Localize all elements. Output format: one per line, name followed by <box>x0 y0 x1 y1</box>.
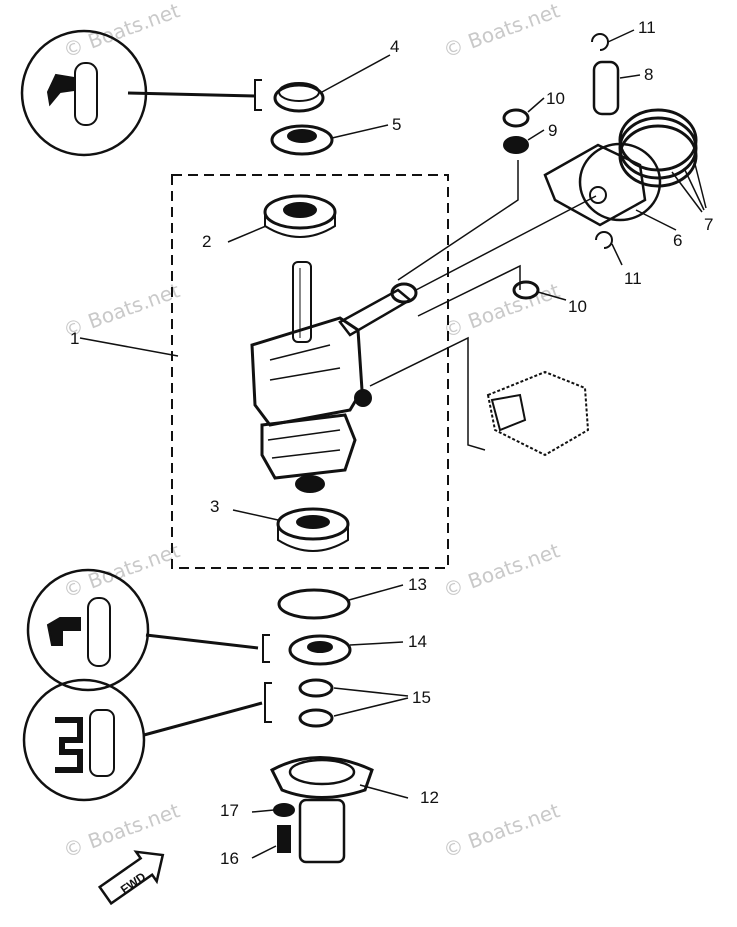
housing-part-12 <box>270 756 409 864</box>
washers-part-15 <box>298 678 409 728</box>
callout-9: 9 <box>548 121 557 140</box>
clip-part-11-bottom <box>595 231 623 266</box>
callout-2: 2 <box>202 232 211 251</box>
callout-12: 12 <box>420 788 439 807</box>
clip-part-11-top <box>591 29 635 51</box>
oil-seal-part-4 <box>273 54 391 113</box>
callout-1: 1 <box>70 329 79 348</box>
bearing-part-3 <box>232 507 350 552</box>
detail-circle-middle <box>26 568 270 692</box>
connecting-rod <box>338 160 597 337</box>
callout-14: 14 <box>408 632 427 651</box>
callout-6: 6 <box>673 231 682 250</box>
detail-circle-lower <box>22 678 272 802</box>
alternate-piston <box>369 336 590 457</box>
washer-part-10-top <box>502 97 545 128</box>
callout-15: 15 <box>412 688 431 707</box>
detail-circle-top <box>20 29 262 157</box>
o-ring-part-13 <box>277 584 404 620</box>
forward-arrow <box>97 850 165 906</box>
piston-rings-part-7 <box>618 108 707 213</box>
callout-5: 5 <box>392 115 401 134</box>
callout-10-bottom: 10 <box>568 297 587 316</box>
oil-seal-part-14 <box>288 634 404 666</box>
bearing-part-9 <box>503 129 545 154</box>
callout-7: 7 <box>704 215 713 234</box>
bearing-part-2 <box>227 194 337 243</box>
callout-13: 13 <box>408 575 427 594</box>
callout-8: 8 <box>644 65 653 84</box>
callout-4: 4 <box>390 37 399 56</box>
crankshaft-part-1 <box>79 261 372 493</box>
bolt-parts-16-17 <box>251 803 295 859</box>
crankshaft-assembly-box <box>171 174 449 569</box>
callout-3: 3 <box>210 497 219 516</box>
callout-11-bottom: 11 <box>624 269 642 288</box>
callout-11-top: 11 <box>638 18 656 37</box>
callout-17: 17 <box>220 801 239 820</box>
callout-16: 16 <box>220 849 239 868</box>
piston-pin-part-8 <box>592 60 641 116</box>
washer-part-10-bottom <box>512 280 567 301</box>
callout-10-top: 10 <box>546 89 565 108</box>
forward-arrow-label: FWD <box>118 869 149 896</box>
oil-seal-part-5 <box>270 124 389 156</box>
